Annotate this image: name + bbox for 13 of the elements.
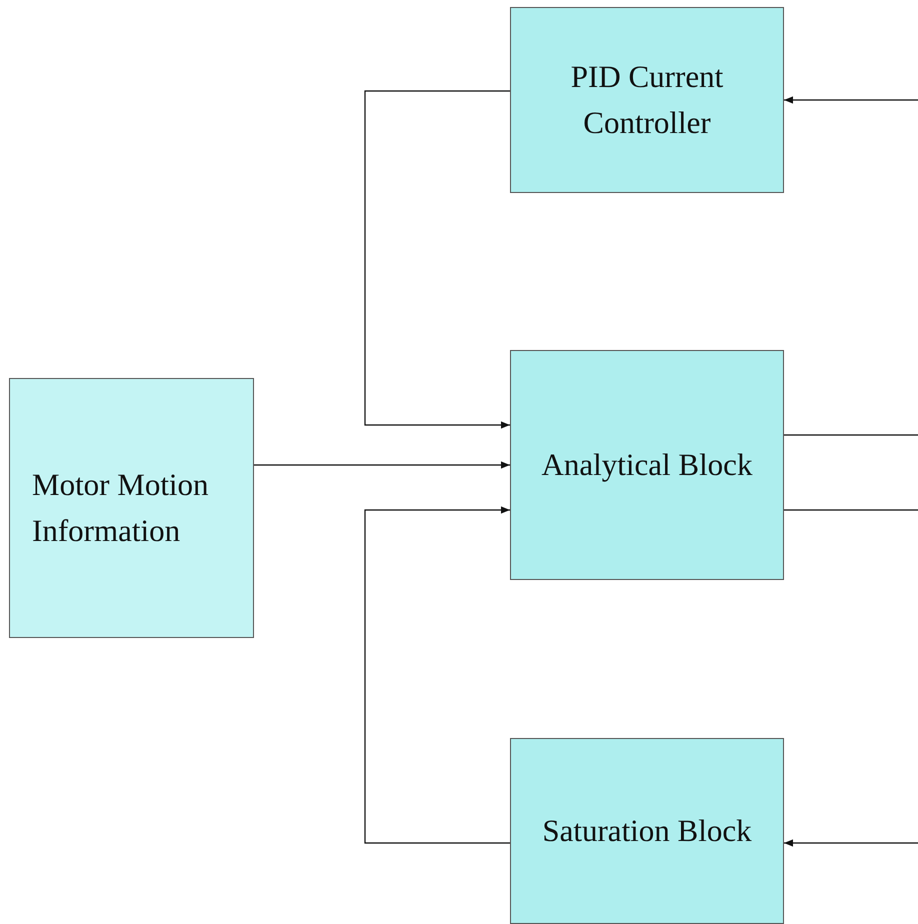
arrow (784, 96, 918, 104)
arrow (364, 90, 510, 429)
process-box (9, 378, 254, 638)
box-label: Analytical Block (542, 446, 752, 484)
process-box (510, 7, 784, 193)
arrow (784, 839, 918, 847)
box-label: Saturation Block (542, 812, 752, 850)
process-box (510, 350, 784, 580)
process-box (510, 738, 784, 924)
arrow (254, 461, 510, 469)
box-label: Motor Motion Information (32, 466, 210, 550)
box-label: PID Current Controller (570, 58, 724, 142)
arrow (364, 506, 510, 844)
